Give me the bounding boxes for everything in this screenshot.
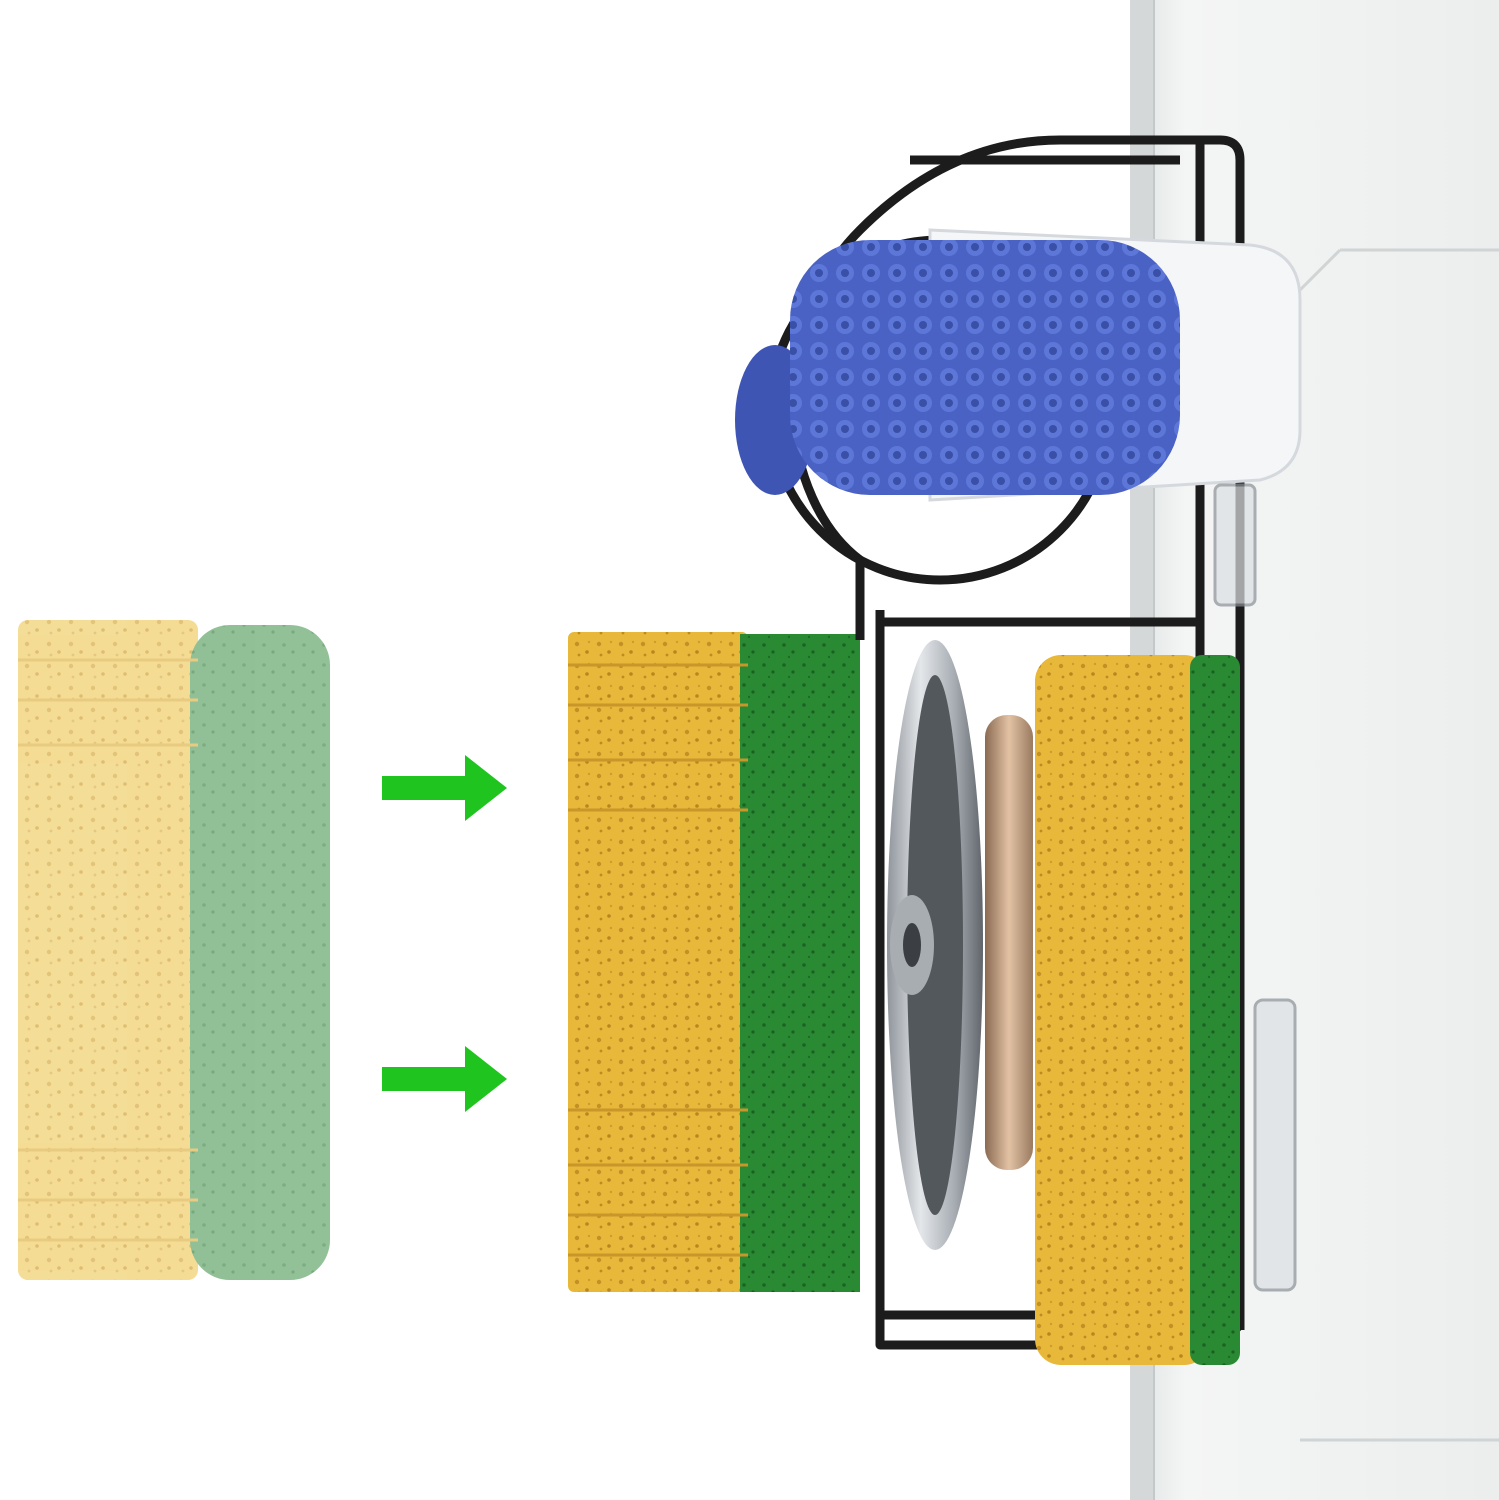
wall-mount-bracket [1213, 483, 1297, 1292]
scrub-brush [735, 228, 1302, 502]
right-arrow-icon [382, 755, 507, 821]
sponge-single [1035, 655, 1240, 1365]
sponge-stack-before [18, 620, 330, 1280]
right-arrow-icon [382, 1046, 507, 1112]
sponge-stack-after [568, 632, 860, 1292]
sink-stopper-disc [887, 640, 1033, 1250]
